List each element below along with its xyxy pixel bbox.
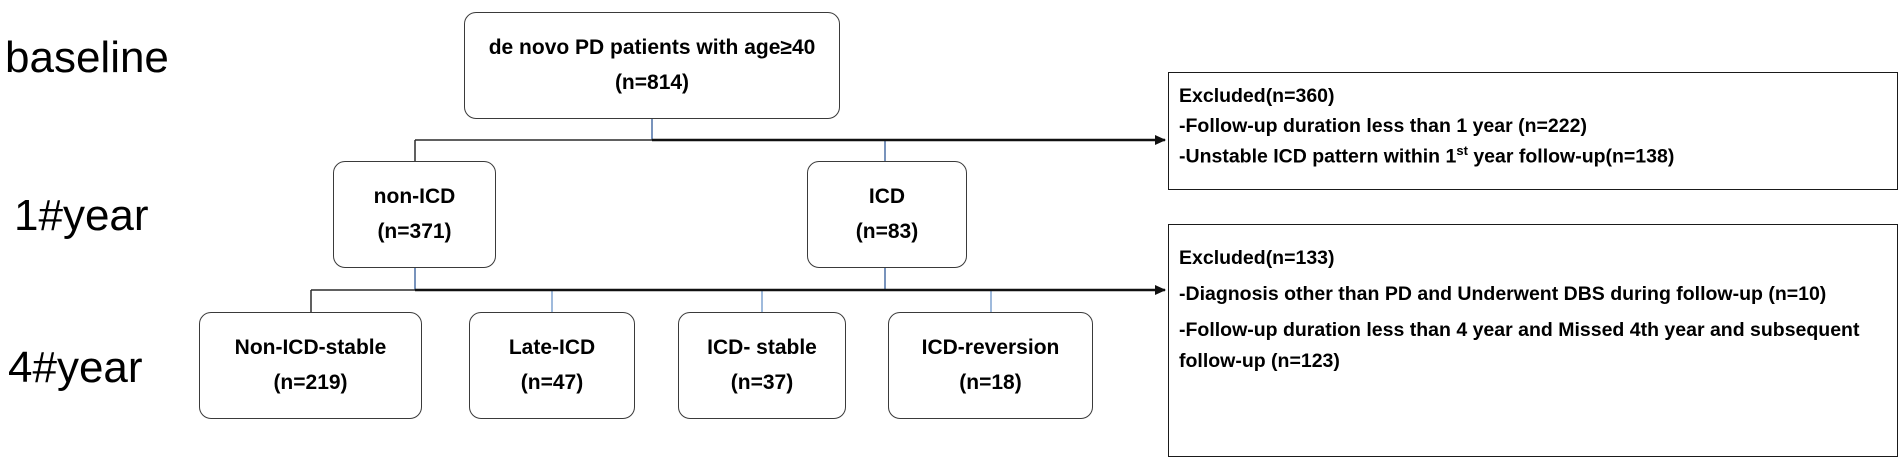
node-late-icd-title: Late-ICD <box>508 335 596 359</box>
node-root: de novo PD patients with age≥40 (n=814) <box>464 12 840 119</box>
node-non-icd-stable-count: (n=219) <box>273 370 348 394</box>
node-non-icd-title: non-ICD <box>373 184 456 208</box>
exclusion-1-line2-sup: st <box>1456 143 1468 159</box>
stage-label-year4: 4#year <box>8 343 143 392</box>
node-icd-stable-count: (n=37) <box>730 370 794 394</box>
node-icd-count: (n=83) <box>855 219 919 243</box>
node-root-count: (n=814) <box>614 70 690 94</box>
node-non-icd-stable-title: Non-ICD-stable <box>234 335 387 359</box>
stage-label-year1: 1#year <box>14 191 149 240</box>
node-root-title-text: de novo PD patients with age <box>488 35 781 59</box>
exclusion-2-line2: -Follow-up duration less than 4 year and… <box>1179 319 1860 372</box>
exclusion-1-line2-pre: -Unstable ICD pattern within 1 <box>1179 145 1457 168</box>
node-icd-title: ICD <box>868 184 906 208</box>
exclusion-1-line2-post: year follow-up(n=138) <box>1467 145 1675 168</box>
node-non-icd-stable: Non-ICD-stable (n=219) <box>199 312 422 419</box>
node-icd-stable: ICD- stable (n=37) <box>678 312 846 419</box>
exclusion-box-1: Excluded(n=360) -Follow-up duration less… <box>1168 72 1898 190</box>
exclusion-1-line2: -Unstable ICD pattern within 1st year fo… <box>1179 141 1887 172</box>
exclusion-1-title: Excluded(n=360) <box>1179 85 1335 107</box>
node-late-icd-count: (n=47) <box>520 370 584 394</box>
node-icd-reversion-count: (n=18) <box>959 370 1022 394</box>
stage-label-baseline: baseline <box>5 33 169 82</box>
node-icd-reversion-title: ICD-reversion <box>921 335 1060 359</box>
exclusion-2-line1: -Diagnosis other than PD and Underwent D… <box>1179 283 1827 306</box>
node-root-title: de novo PD patients with age≥40 <box>489 31 816 66</box>
node-non-icd: non-ICD (n=371) <box>333 161 496 268</box>
node-root-ge: ≥ <box>780 35 792 59</box>
node-icd-stable-title: ICD- stable <box>707 335 817 359</box>
node-icd: ICD (n=83) <box>807 161 967 268</box>
exclusion-1-line1: -Follow-up duration less than 1 year (n=… <box>1179 115 1587 138</box>
node-icd-reversion: ICD-reversion (n=18) <box>888 312 1093 419</box>
node-root-age: 40 <box>791 35 816 59</box>
exclusion-2-title: Excluded(n=133) <box>1179 247 1335 269</box>
exclusion-box-2: Excluded(n=133) -Diagnosis other than PD… <box>1168 224 1898 457</box>
node-late-icd: Late-ICD (n=47) <box>469 312 635 419</box>
node-non-icd-count: (n=371) <box>377 219 452 243</box>
